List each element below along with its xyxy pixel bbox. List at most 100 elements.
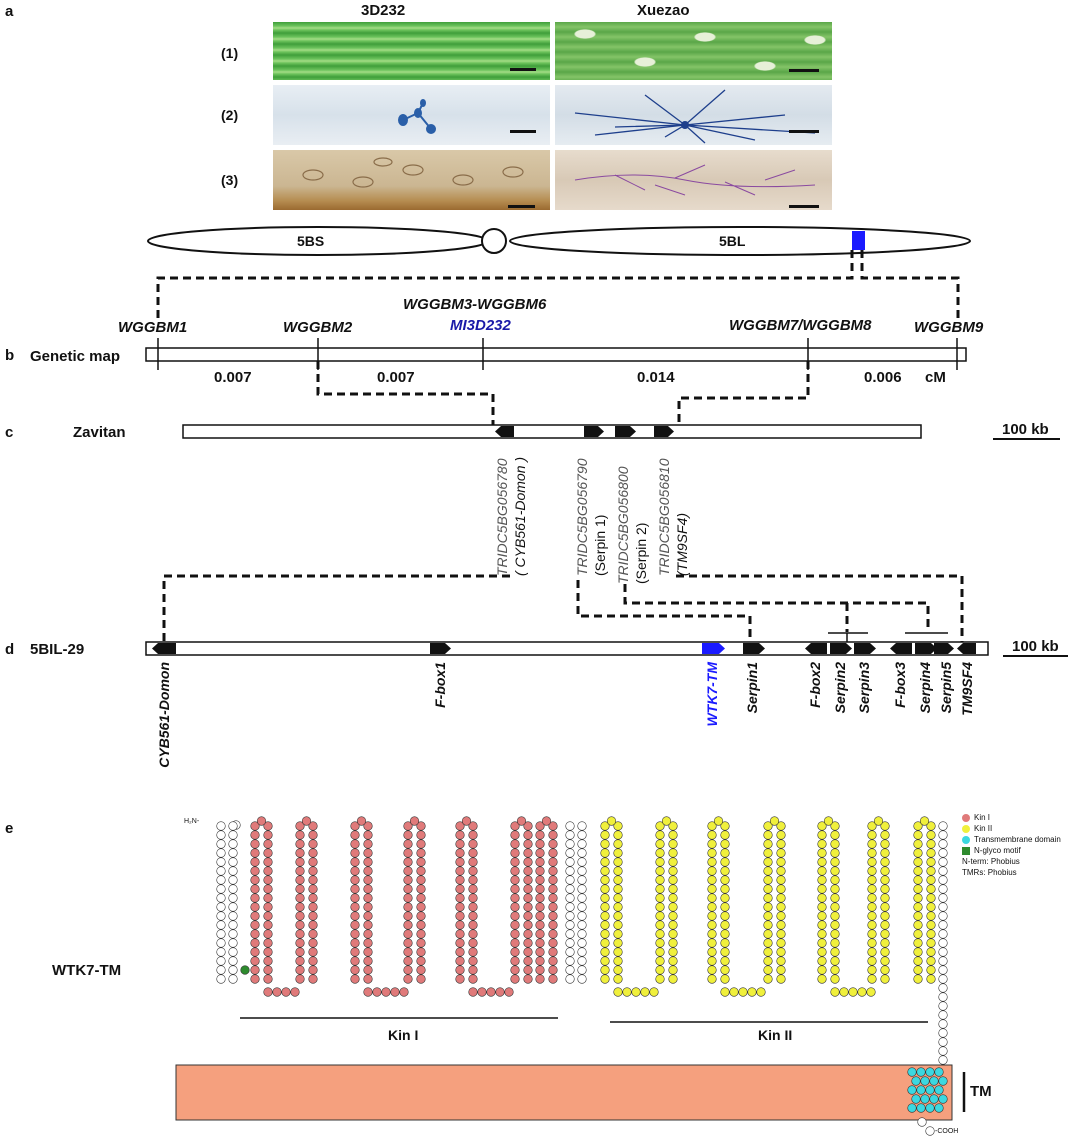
residue [216, 857, 226, 867]
residue [523, 947, 533, 957]
residue [416, 821, 426, 831]
residue [577, 920, 587, 930]
residue [913, 875, 923, 885]
residue [817, 875, 827, 885]
scale-bar [789, 205, 819, 208]
residue [308, 956, 318, 966]
residue [228, 893, 238, 903]
residue [926, 965, 936, 975]
residue [565, 920, 575, 930]
residue [577, 857, 587, 867]
residue [668, 947, 678, 957]
residue [295, 893, 305, 903]
residue [295, 848, 305, 858]
residue [707, 875, 717, 885]
residue [622, 987, 632, 997]
residue [913, 893, 923, 903]
residue [403, 956, 413, 966]
tm-residue [907, 1067, 917, 1077]
residue [228, 875, 238, 885]
residue [913, 920, 923, 930]
residue [403, 875, 413, 885]
residue [468, 884, 478, 894]
residue [535, 902, 545, 912]
residue [655, 902, 665, 912]
residue [263, 839, 273, 849]
residue [817, 830, 827, 840]
residue [926, 866, 936, 876]
residue [295, 929, 305, 939]
residue [707, 947, 717, 957]
tm-residue [920, 1076, 930, 1086]
residue [830, 875, 840, 885]
residue [516, 816, 527, 826]
residue [272, 987, 282, 997]
residue [565, 911, 575, 921]
residue [548, 821, 558, 831]
residue [290, 987, 300, 997]
residue [776, 965, 786, 975]
residue [938, 1037, 948, 1047]
residue [938, 983, 948, 993]
residue [776, 884, 786, 894]
residue [776, 848, 786, 858]
scale-bar [789, 69, 819, 72]
residue [938, 929, 948, 939]
residue [707, 956, 717, 966]
residue [455, 902, 465, 912]
leaf-image-xuezao-row3 [555, 150, 832, 210]
residue [216, 875, 226, 885]
panel-a-letter: a [5, 3, 14, 20]
leaf-image-3d232-row3 [273, 150, 550, 210]
residue [468, 893, 478, 903]
residue [363, 839, 373, 849]
residue [216, 902, 226, 912]
marker-label: WGGBM3-WGGBM6 [403, 296, 547, 313]
residue [504, 987, 514, 997]
residue [295, 839, 305, 849]
residue [308, 929, 318, 939]
residue [763, 821, 773, 831]
residue [867, 956, 877, 966]
residue [363, 965, 373, 975]
residue [600, 830, 610, 840]
residue [228, 929, 238, 939]
tm-residue [925, 1103, 935, 1113]
residue [301, 816, 312, 826]
residue [880, 848, 890, 858]
residue [295, 830, 305, 840]
tm-residue [934, 1103, 944, 1113]
residue [830, 866, 840, 876]
residue [668, 956, 678, 966]
residue [250, 848, 260, 858]
residue [655, 857, 665, 867]
residue [938, 1046, 948, 1056]
panel-e-letter: e [5, 820, 14, 837]
residue [763, 947, 773, 957]
residue [228, 974, 238, 984]
residue [913, 938, 923, 948]
residue [416, 947, 426, 957]
residue [350, 857, 360, 867]
residue [548, 974, 558, 984]
marker-label: WGGBM9 [914, 319, 984, 336]
residue [880, 947, 890, 957]
residue [817, 965, 827, 975]
residue [613, 893, 623, 903]
residue [295, 884, 305, 894]
residue [416, 839, 426, 849]
residue [763, 965, 773, 975]
residue [613, 947, 623, 957]
residue [523, 875, 533, 885]
residue [817, 938, 827, 948]
tm-residue [916, 1103, 926, 1113]
scale-label-c: 100 kb [1002, 421, 1049, 438]
residue [867, 830, 877, 840]
residue [913, 884, 923, 894]
bil-title: 5BIL-29 [30, 641, 85, 658]
residue [416, 974, 426, 984]
residue [250, 830, 260, 840]
residue [350, 974, 360, 984]
residue [468, 857, 478, 867]
residue [707, 893, 717, 903]
